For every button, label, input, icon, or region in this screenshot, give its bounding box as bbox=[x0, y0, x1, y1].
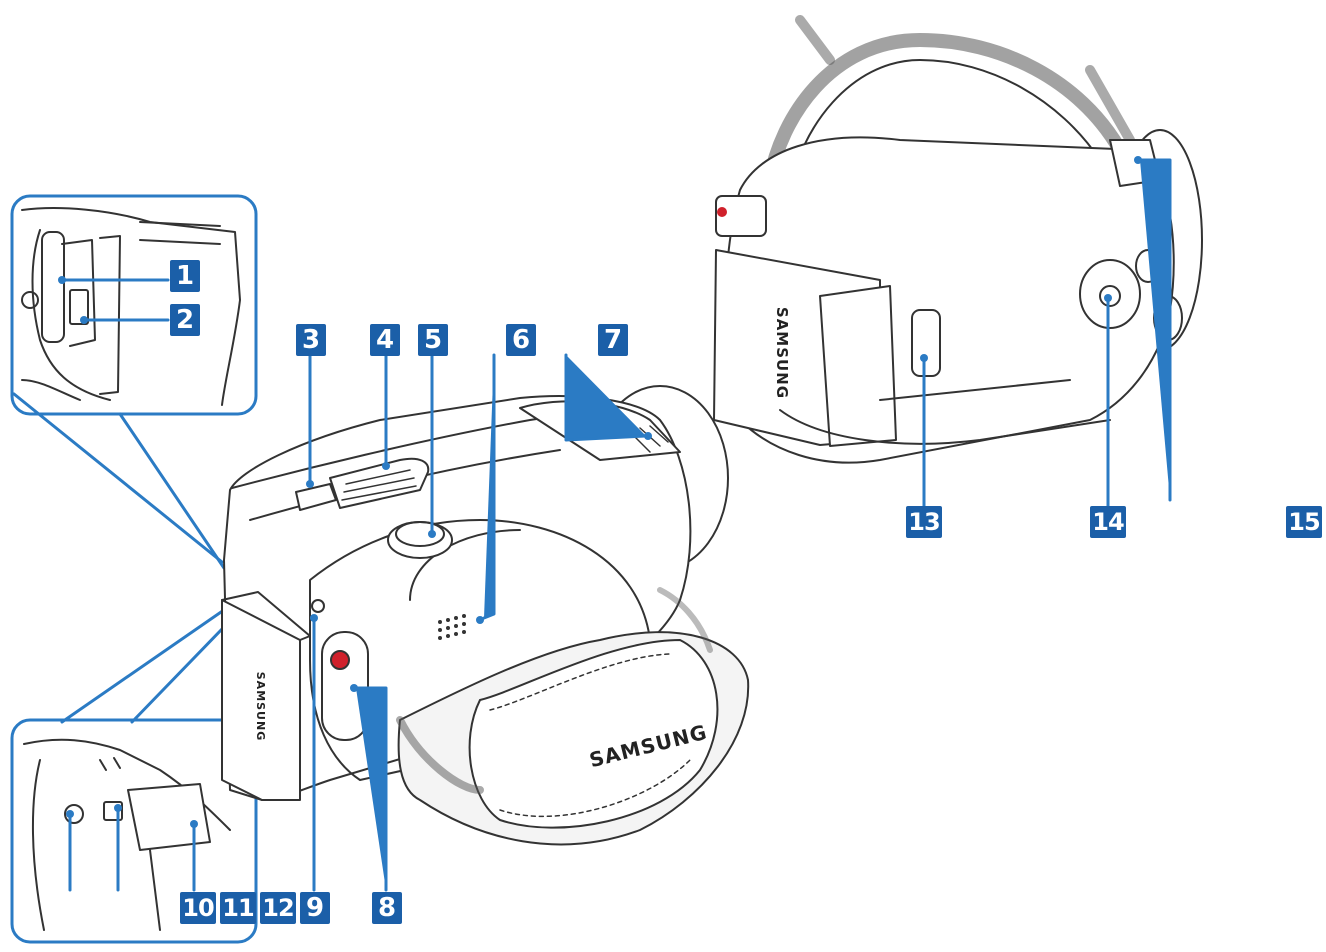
front-battery-brand-logo: SAMSUNG bbox=[254, 672, 267, 741]
callout-badge-3: 3 bbox=[296, 324, 326, 356]
battery-brand-logo: SAMSUNG bbox=[773, 307, 791, 399]
callout-badge-2: 2 bbox=[170, 304, 200, 336]
callout-badge-13: 13 bbox=[906, 506, 942, 538]
callout-badge-11: 11 bbox=[220, 892, 256, 924]
callout-badge-4: 4 bbox=[370, 324, 400, 356]
callout-badge-7: 7 bbox=[598, 324, 628, 356]
callout-badge-12: 12 bbox=[260, 892, 296, 924]
callout-badge-6: 6 bbox=[506, 324, 536, 356]
callout-badge-14: 14 bbox=[1090, 506, 1126, 538]
callout-badge-10: 10 bbox=[180, 892, 216, 924]
inset-top-connectors bbox=[14, 394, 224, 568]
callout-badge-1: 1 bbox=[170, 260, 200, 292]
callout-badge-15: 15 bbox=[1286, 506, 1322, 538]
inset-top-left bbox=[12, 196, 256, 414]
callout-badge-8: 8 bbox=[372, 892, 402, 924]
callout-badge-9: 9 bbox=[300, 892, 330, 924]
callout-badge-5: 5 bbox=[418, 324, 448, 356]
